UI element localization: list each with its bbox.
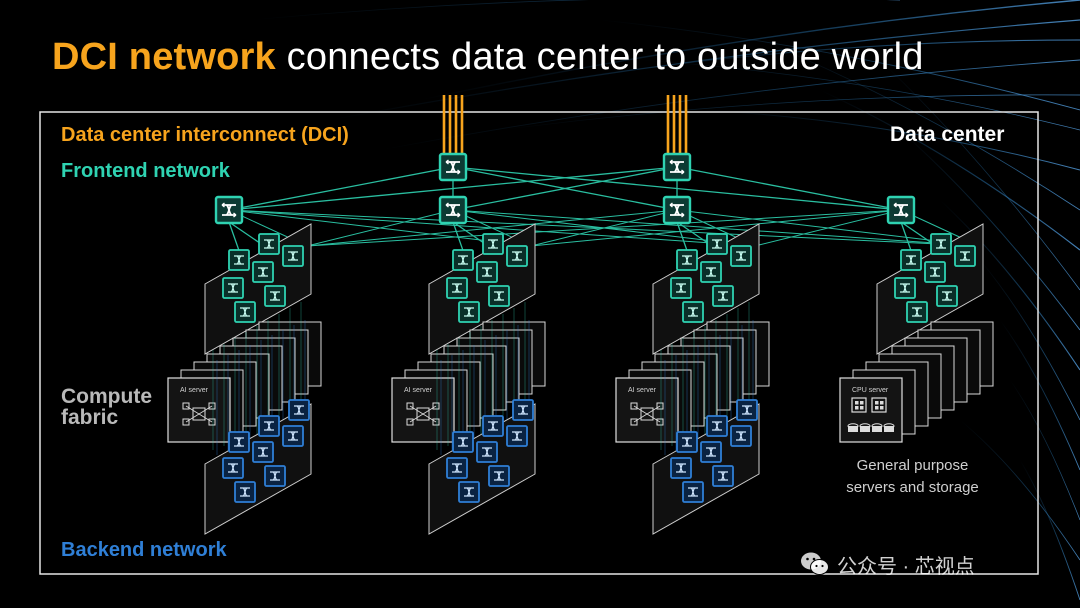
- ai-pod: AI server: [615, 223, 770, 535]
- leaf-switch-icon: [924, 261, 946, 283]
- dci-uplink-bundles: [442, 95, 688, 154]
- title-accent: DCI network: [52, 36, 276, 78]
- leaf-switch-icon: [222, 277, 244, 299]
- backend-switch-icon: [488, 465, 510, 487]
- leaf-switch-icon: [936, 285, 958, 307]
- leaf-switch-icon: [954, 245, 976, 267]
- backend-switch-icon: [458, 481, 480, 503]
- backend-switch-icon: [282, 425, 304, 447]
- frontend-switch-icon: [214, 195, 244, 225]
- backend-switch-icon: [222, 457, 244, 479]
- backend-switch-icon: [700, 441, 722, 463]
- frontend-switch-icon: [886, 195, 916, 225]
- leaf-switch-icon: [452, 249, 474, 271]
- wechat-watermark: 公众号 · 芯视点: [800, 550, 975, 578]
- server-label: AI server: [404, 387, 433, 394]
- backend-switch-icon: [228, 431, 250, 453]
- backend-switch-icon: [736, 399, 758, 421]
- compute-pods: AI server AI server AI server CPU server: [167, 223, 994, 535]
- leaf-switch-icon: [682, 301, 704, 323]
- watermark-text: 公众号 · 芯视点: [837, 555, 975, 578]
- server-label: AI server: [180, 387, 209, 394]
- leaf-switch-icon: [234, 301, 256, 323]
- leaf-switch-icon: [900, 249, 922, 271]
- ai-pod: AI server: [391, 223, 546, 535]
- leaf-switch-icon: [476, 261, 498, 283]
- backend-switch-icon: [482, 415, 504, 437]
- ai-server-icon: [406, 402, 440, 426]
- leaf-switch-icon: [930, 233, 952, 255]
- backend-switch-icon: [252, 441, 274, 463]
- compute-label-line2: fabric: [61, 406, 119, 429]
- data-center-label: Data center: [890, 123, 1005, 146]
- backend-switch-icon: [676, 431, 698, 453]
- ai-server-icon: [182, 402, 216, 426]
- backend-network-label: Backend network: [61, 539, 227, 561]
- general-label-line1: General purpose: [856, 457, 969, 474]
- backend-switch-icon: [452, 431, 474, 453]
- backend-switch-icon: [730, 425, 752, 447]
- leaf-switch-icon: [228, 249, 250, 271]
- leaf-switch-icon: [252, 261, 274, 283]
- backend-switch-icon: [446, 457, 468, 479]
- ai-pod: AI server: [167, 223, 322, 535]
- backend-switch-icon: [682, 481, 704, 503]
- ai-server-icon: [630, 402, 664, 426]
- backend-switch-icon: [506, 425, 528, 447]
- backend-switch-icon: [264, 465, 286, 487]
- backend-switch-icon: [288, 399, 310, 421]
- compute-label-line1: Compute: [61, 385, 152, 408]
- server-label: AI server: [628, 387, 657, 394]
- frontend-switch-icon: [662, 195, 692, 225]
- general-label-line2: servers and storage: [846, 479, 979, 496]
- wechat-icon: [801, 552, 829, 575]
- leaf-switch-icon: [894, 277, 916, 299]
- server-label: CPU server: [852, 387, 889, 394]
- cpu-pod: CPU server: [839, 223, 994, 443]
- leaf-switch-icon: [488, 285, 510, 307]
- leaf-switch-icon: [700, 261, 722, 283]
- cpu-server-icon: [847, 397, 895, 432]
- leaf-switch-icon: [676, 249, 698, 271]
- title-rest: connects data center to outside world: [275, 36, 924, 78]
- slide-title: DCI network connects data center to outs…: [52, 36, 924, 79]
- leaf-switch-icon: [264, 285, 286, 307]
- general-purpose-label: General purpose servers and storage: [835, 455, 990, 499]
- leaf-switch-icon: [282, 245, 304, 267]
- leaf-switch-icon: [712, 285, 734, 307]
- leaf-switch-icon: [446, 277, 468, 299]
- backend-switch-icon: [670, 457, 692, 479]
- leaf-switch-icon: [458, 301, 480, 323]
- backend-switch-icon: [476, 441, 498, 463]
- data-center-boundary: [39, 111, 1039, 575]
- frontend-switch-icon: [438, 195, 468, 225]
- backend-switch-icon: [712, 465, 734, 487]
- leaf-switch-icon: [906, 301, 928, 323]
- dci-label: Data center interconnect (DCI): [61, 124, 349, 146]
- leaf-switch-icon: [670, 277, 692, 299]
- frontend-network-label: Frontend network: [61, 160, 230, 182]
- dci-spine-switch-icon: [662, 152, 692, 182]
- backend-switch-icon: [706, 415, 728, 437]
- dci-spine-switch-icon: [438, 152, 468, 182]
- leaf-switch-icon: [258, 233, 280, 255]
- leaf-switch-icon: [506, 245, 528, 267]
- leaf-switch-icon: [730, 245, 752, 267]
- backend-switch-icon: [512, 399, 534, 421]
- frontend-links: [228, 166, 980, 263]
- backend-switch-icon: [234, 481, 256, 503]
- leaf-switch-icon: [706, 233, 728, 255]
- leaf-switch-icon: [482, 233, 504, 255]
- backend-switch-icon: [258, 415, 280, 437]
